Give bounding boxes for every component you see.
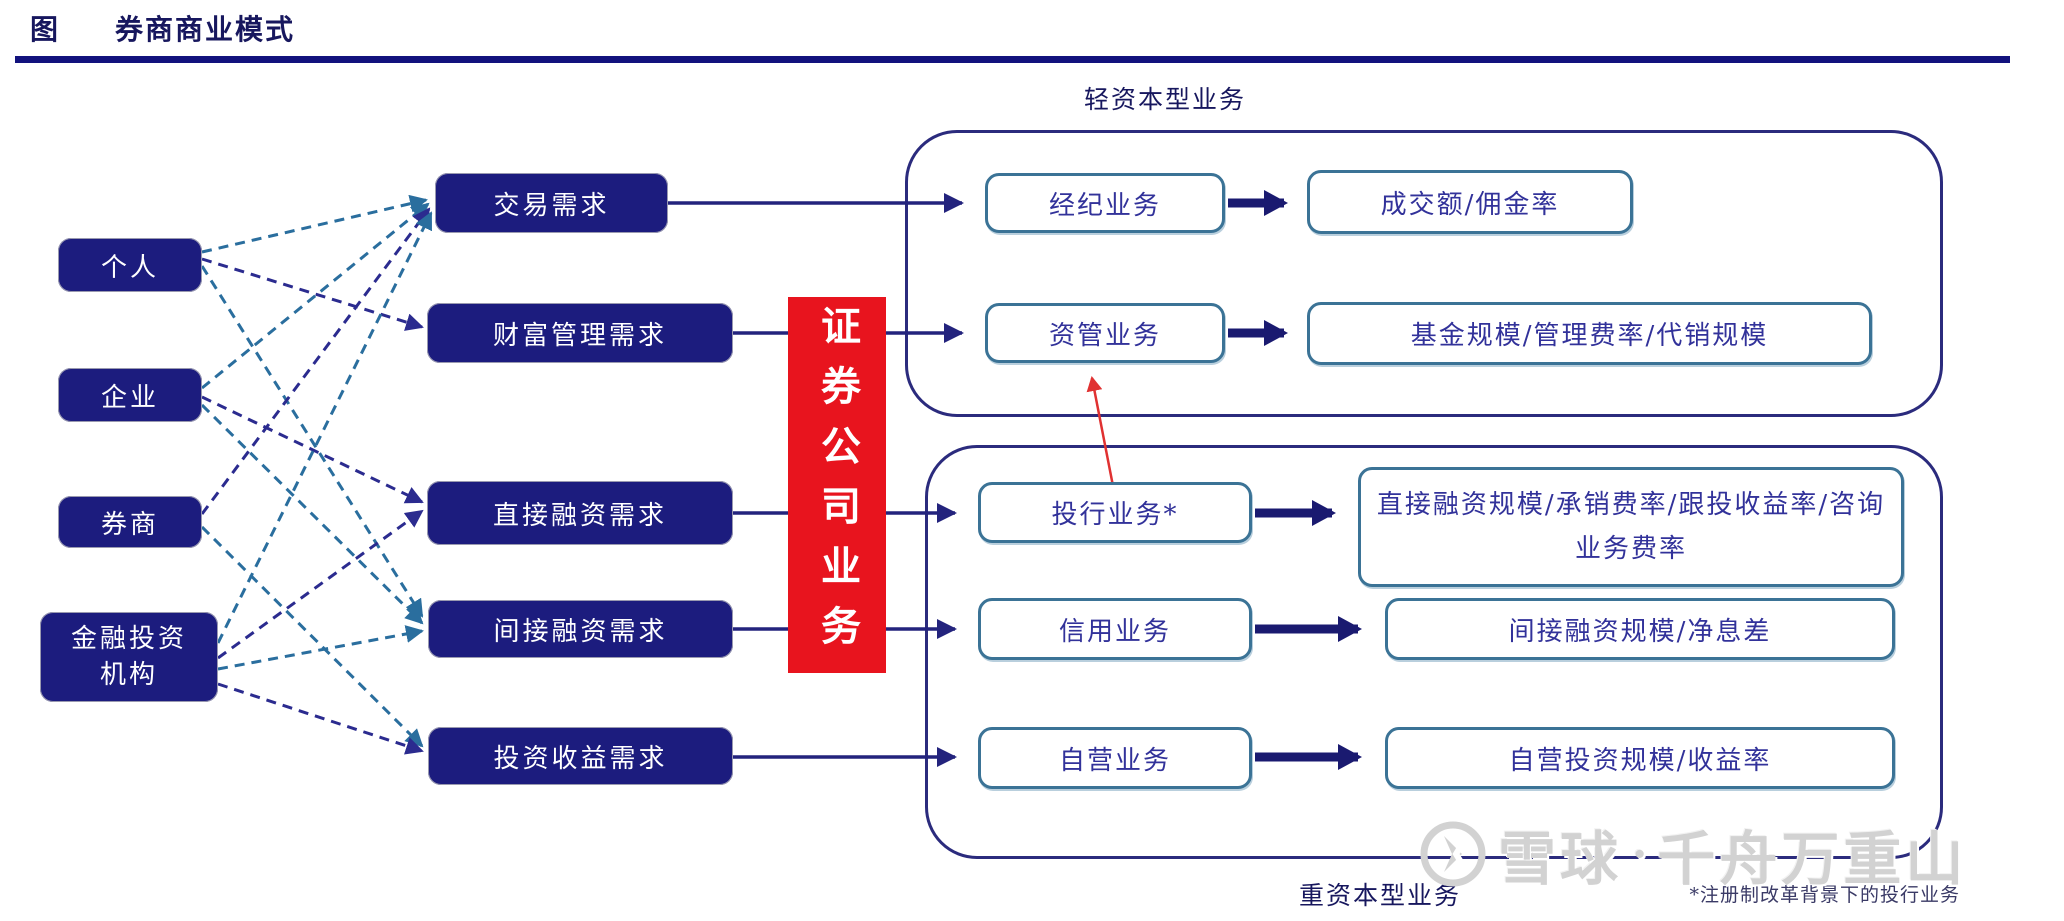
driver-investment-banking: 直接融资规模/承销费率/跟投收益率/咨询业务费率 — [1358, 467, 1904, 587]
entity-enterprise: 企业 — [58, 368, 202, 422]
thin-connectors — [668, 193, 964, 767]
business-brokerage: 经纪业务 — [985, 173, 1225, 233]
business-proprietary: 自营业务 — [978, 727, 1252, 789]
watermark-username: 千舟万重山 — [1657, 825, 1968, 893]
figure-title: 券商商业模式 — [115, 13, 296, 46]
footnote: *注册制改革背景下的投行业务 — [1689, 884, 1960, 906]
driver-brokerage: 成交额/佣金率 — [1307, 170, 1633, 234]
heavy-capital-label: 重资本型业务 — [1298, 881, 1461, 910]
invest-banking-to-asset-mgmt-arrow — [1086, 376, 1115, 487]
watermark-separator: · — [1632, 828, 1648, 880]
entity-individual: 个人 — [58, 238, 202, 292]
driver-proprietary: 自营投资规模/收益率 — [1385, 727, 1895, 789]
light-capital-label: 轻资本型业务 — [1083, 85, 1246, 114]
entity-broker: 券商 — [58, 496, 202, 548]
demand-direct-financing: 直接融资需求 — [427, 481, 733, 545]
figure-tag: 图 — [30, 13, 59, 46]
driver-credit: 间接融资规模/净息差 — [1385, 598, 1895, 660]
watermark-brand: 雪球 — [1498, 825, 1623, 893]
xueqiu-logo-icon — [1420, 821, 1486, 887]
demand-wealth-management: 财富管理需求 — [427, 303, 733, 363]
heavy-capital-container — [925, 445, 1943, 859]
title-rule — [15, 56, 2010, 63]
business-investment-banking: 投行业务* — [978, 482, 1252, 543]
demand-indirect-financing: 间接融资需求 — [428, 600, 733, 658]
demand-investment-return: 投资收益需求 — [428, 727, 733, 785]
demand-trading: 交易需求 — [435, 173, 668, 233]
thick-arrows — [1228, 190, 1362, 770]
watermark: 雪球 · 千舟万重山 — [1418, 812, 1967, 896]
light-capital-container — [905, 130, 1943, 417]
dashed-connectors — [200, 194, 433, 755]
business-credit: 信用业务 — [978, 598, 1252, 660]
entity-financial-institution: 金融投资机构 — [40, 612, 218, 702]
business-asset-management: 资管业务 — [985, 303, 1225, 363]
hub-securities-company-business: 证券公司业务 — [788, 297, 886, 673]
driver-asset-management: 基金规模/管理费率/代销规模 — [1307, 302, 1872, 365]
